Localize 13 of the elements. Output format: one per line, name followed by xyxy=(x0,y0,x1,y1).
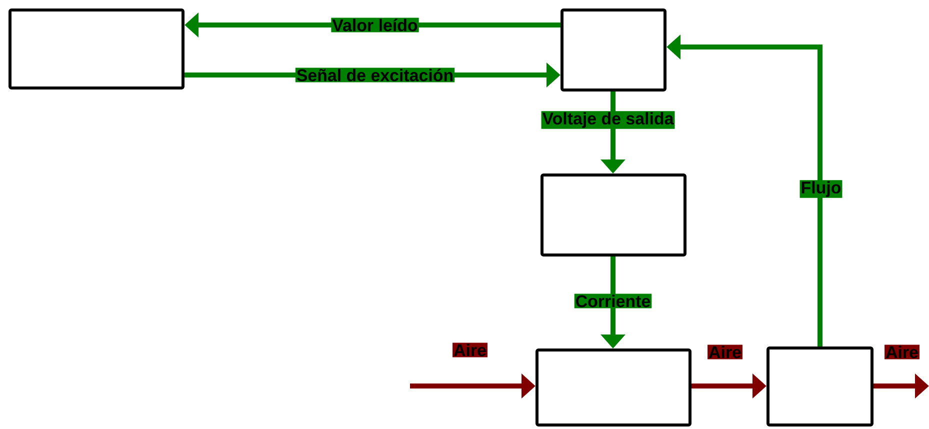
edge-label: Señal de excitación xyxy=(295,68,455,82)
edge-label: Aire xyxy=(708,344,742,360)
edge-label: Valor leído xyxy=(331,18,419,32)
edge-label: Aire xyxy=(884,344,920,360)
process-box xyxy=(8,8,184,90)
process-box xyxy=(766,346,874,426)
edge-label: Corriente xyxy=(574,294,652,308)
process-box xyxy=(540,174,686,256)
process-box xyxy=(560,8,666,92)
edge-label: Flujo xyxy=(800,180,842,198)
edge-label: Aire xyxy=(452,342,488,358)
process-box xyxy=(536,348,692,426)
edge-label: Voltaje de salida xyxy=(541,111,675,129)
